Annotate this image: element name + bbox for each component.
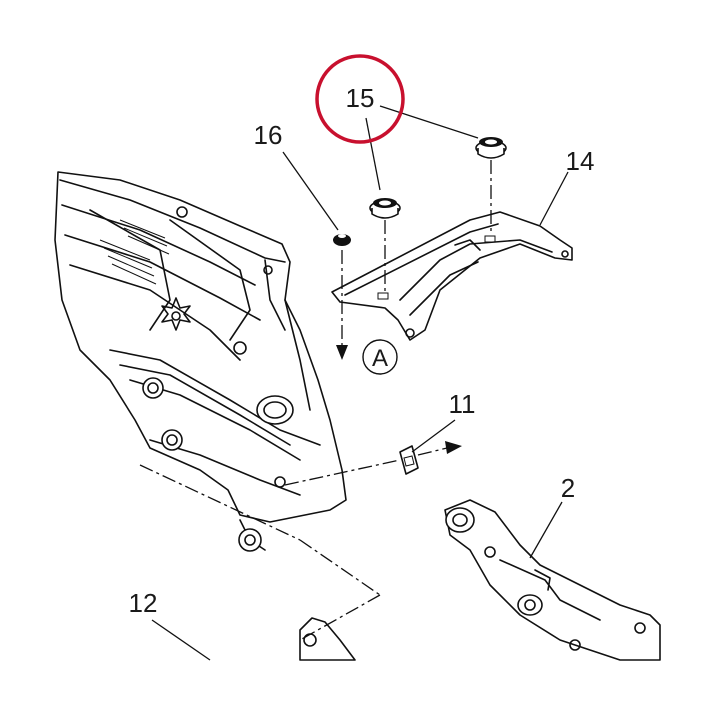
- highlight-ring: [315, 54, 405, 144]
- callout-14: 14: [566, 146, 595, 176]
- callout-15: 15: [346, 83, 375, 113]
- bushing-part-15-b: [475, 137, 507, 159]
- bushing-part-15-a: [369, 198, 401, 219]
- callout-11: 11: [449, 389, 476, 419]
- detail-marker-label: A: [372, 345, 388, 372]
- leader-lines: [151, 105, 569, 661]
- subframe-assembly: [54, 171, 347, 552]
- callout-2: 2: [561, 473, 575, 503]
- detail-marker-a: A: [362, 339, 398, 375]
- crossmember-bracket-part-14: [331, 211, 573, 341]
- callout-16: 16: [254, 120, 283, 150]
- callout-12: 12: [129, 588, 158, 618]
- clip-part-11: [399, 445, 419, 475]
- assembly-guide-lines: [139, 160, 492, 641]
- bolt-part-16: [333, 234, 351, 246]
- control-arm-part-2: [444, 499, 661, 661]
- lower-arm-part-12: [299, 617, 356, 661]
